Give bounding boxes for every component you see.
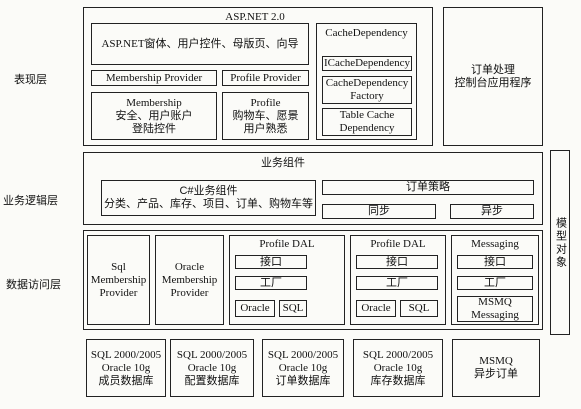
- stock-database-label: SQL 2000/2005 Oracle 10g 库存数据库: [362, 348, 434, 387]
- order-console-app-label: 订单处理 控制台应用程序: [454, 63, 532, 89]
- profile-dal-2-factory-label: 工厂: [386, 276, 408, 289]
- config-database-box: SQL 2000/2005 Oracle 10g 配置数据库: [170, 339, 254, 397]
- messaging-title: Messaging: [471, 238, 519, 250]
- presentation-layer-frame: [83, 7, 433, 146]
- order-console-app-box: 订单处理 控制台应用程序: [443, 7, 543, 146]
- membership-provider-box: Membership Provider: [91, 70, 217, 86]
- profile-dal-2-title: Profile DAL: [370, 238, 426, 250]
- messaging-interface-label: 接口: [484, 255, 506, 268]
- msmq-async-order-box: MSMQ 异步订单: [452, 339, 540, 397]
- msmq-messaging-box: MSMQ Messaging: [457, 296, 533, 322]
- profile-dal-2-sql-label: SQL: [408, 302, 430, 314]
- profile-dal-2-sql-box: SQL: [400, 300, 438, 317]
- async-box: 异步: [450, 204, 534, 219]
- profile-dal-2-panel: [350, 235, 446, 325]
- oracle-membership-provider-label: Oracle Membership Provider: [161, 260, 218, 299]
- msmq-messaging-label: MSMQ Messaging: [471, 296, 519, 321]
- profile-dal-1-oracle-box: Oracle: [235, 300, 275, 317]
- messaging-factory-box: 工厂: [457, 276, 533, 290]
- order-database-box: SQL 2000/2005 Oracle 10g 订单数据库: [262, 339, 344, 397]
- profile-dal-1-panel: [229, 235, 345, 325]
- icache-dependency-box: ICacheDependency: [322, 56, 412, 71]
- cache-dependency-title: CacheDependency: [325, 27, 408, 39]
- order-database-label: SQL 2000/2005 Oracle 10g 订单数据库: [267, 348, 339, 387]
- messaging-panel: [451, 235, 539, 325]
- cache-dependency-panel: [316, 23, 417, 140]
- cache-dependency-factory-box: CacheDependency Factory: [322, 76, 412, 104]
- sync-label: 同步: [368, 205, 390, 217]
- profile-dal-1-sql-label: SQL: [282, 302, 304, 314]
- profile-dal-1-oracle-label: Oracle: [240, 302, 270, 314]
- profile-dal-2-interface-label: 接口: [386, 255, 408, 268]
- profile-provider-box: Profile Provider: [222, 70, 309, 86]
- cache-dependency-factory-label: CacheDependency Factory: [325, 77, 409, 102]
- data-access-layer-frame: [83, 230, 543, 330]
- profile-dal-1-interface-box: 接口: [235, 255, 307, 269]
- aspnet-forms-label: ASP.NET窗体、用户控件、母版页、向导: [101, 37, 299, 50]
- business-layer-frame: [83, 152, 543, 225]
- profile-dal-1-title: Profile DAL: [259, 238, 315, 250]
- config-database-label: SQL 2000/2005 Oracle 10g 配置数据库: [176, 348, 248, 387]
- order-strategy-box: 订单策略: [322, 180, 534, 195]
- membership-block: Membership 安全、用户账户 登陆控件: [91, 92, 217, 140]
- model-object-label: 模型对象: [554, 216, 567, 269]
- oracle-membership-provider-box: Oracle Membership Provider: [155, 235, 224, 325]
- profile-block: Profile 购物车、愿景 用户熟悉: [222, 92, 309, 140]
- profile-provider-label: Profile Provider: [230, 71, 301, 84]
- profile-dal-1-interface-label: 接口: [260, 255, 282, 268]
- csharp-components-box: C#业务组件 分类、产品、库存、项目、订单、购物车等: [101, 180, 316, 216]
- layer-label-data-access: 数据访问层: [6, 279, 61, 291]
- membership-block-label: Membership 安全、用户账户 登陆控件: [115, 96, 193, 135]
- layer-label-business: 业务逻辑层: [3, 195, 58, 207]
- aspnet-forms-box: ASP.NET窗体、用户控件、母版页、向导: [91, 23, 309, 65]
- membership-provider-label: Membership Provider: [105, 71, 203, 84]
- aspnet-title: ASP.NET 2.0: [225, 11, 285, 23]
- async-label: 异步: [481, 205, 503, 217]
- business-components-title: 业务组件: [261, 157, 305, 169]
- icache-dependency-label: ICacheDependency: [323, 57, 411, 69]
- member-database-label: SQL 2000/2005 Oracle 10g 成员数据库: [90, 348, 162, 387]
- member-database-box: SQL 2000/2005 Oracle 10g 成员数据库: [86, 339, 166, 397]
- table-cache-dependency-box: Table Cache Dependency: [322, 108, 412, 136]
- order-strategy-label: 订单策略: [406, 181, 450, 193]
- sql-membership-provider-box: Sql Membership Provider: [87, 235, 150, 325]
- profile-dal-2-factory-box: 工厂: [356, 276, 438, 290]
- layer-label-presentation: 表现层: [14, 74, 47, 86]
- profile-dal-2-oracle-box: Oracle: [356, 300, 396, 317]
- msmq-async-order-label: MSMQ 异步订单: [474, 355, 518, 380]
- profile-dal-1-factory-label: 工厂: [260, 276, 282, 289]
- table-cache-dependency-label: Table Cache Dependency: [339, 109, 395, 134]
- sql-membership-provider-label: Sql Membership Provider: [90, 260, 147, 299]
- profile-block-label: Profile 购物车、愿景 用户熟悉: [232, 96, 299, 135]
- model-object-bar: 模型对象: [550, 150, 570, 335]
- csharp-components-label: C#业务组件 分类、产品、库存、项目、订单、购物车等: [104, 185, 313, 210]
- profile-dal-1-sql-box: SQL: [279, 300, 307, 317]
- stock-database-box: SQL 2000/2005 Oracle 10g 库存数据库: [353, 339, 443, 397]
- messaging-factory-label: 工厂: [484, 276, 506, 289]
- messaging-interface-box: 接口: [457, 255, 533, 269]
- profile-dal-2-oracle-label: Oracle: [361, 302, 391, 314]
- profile-dal-2-interface-box: 接口: [356, 255, 438, 269]
- sync-box: 同步: [322, 204, 436, 219]
- profile-dal-1-factory-box: 工厂: [235, 276, 307, 290]
